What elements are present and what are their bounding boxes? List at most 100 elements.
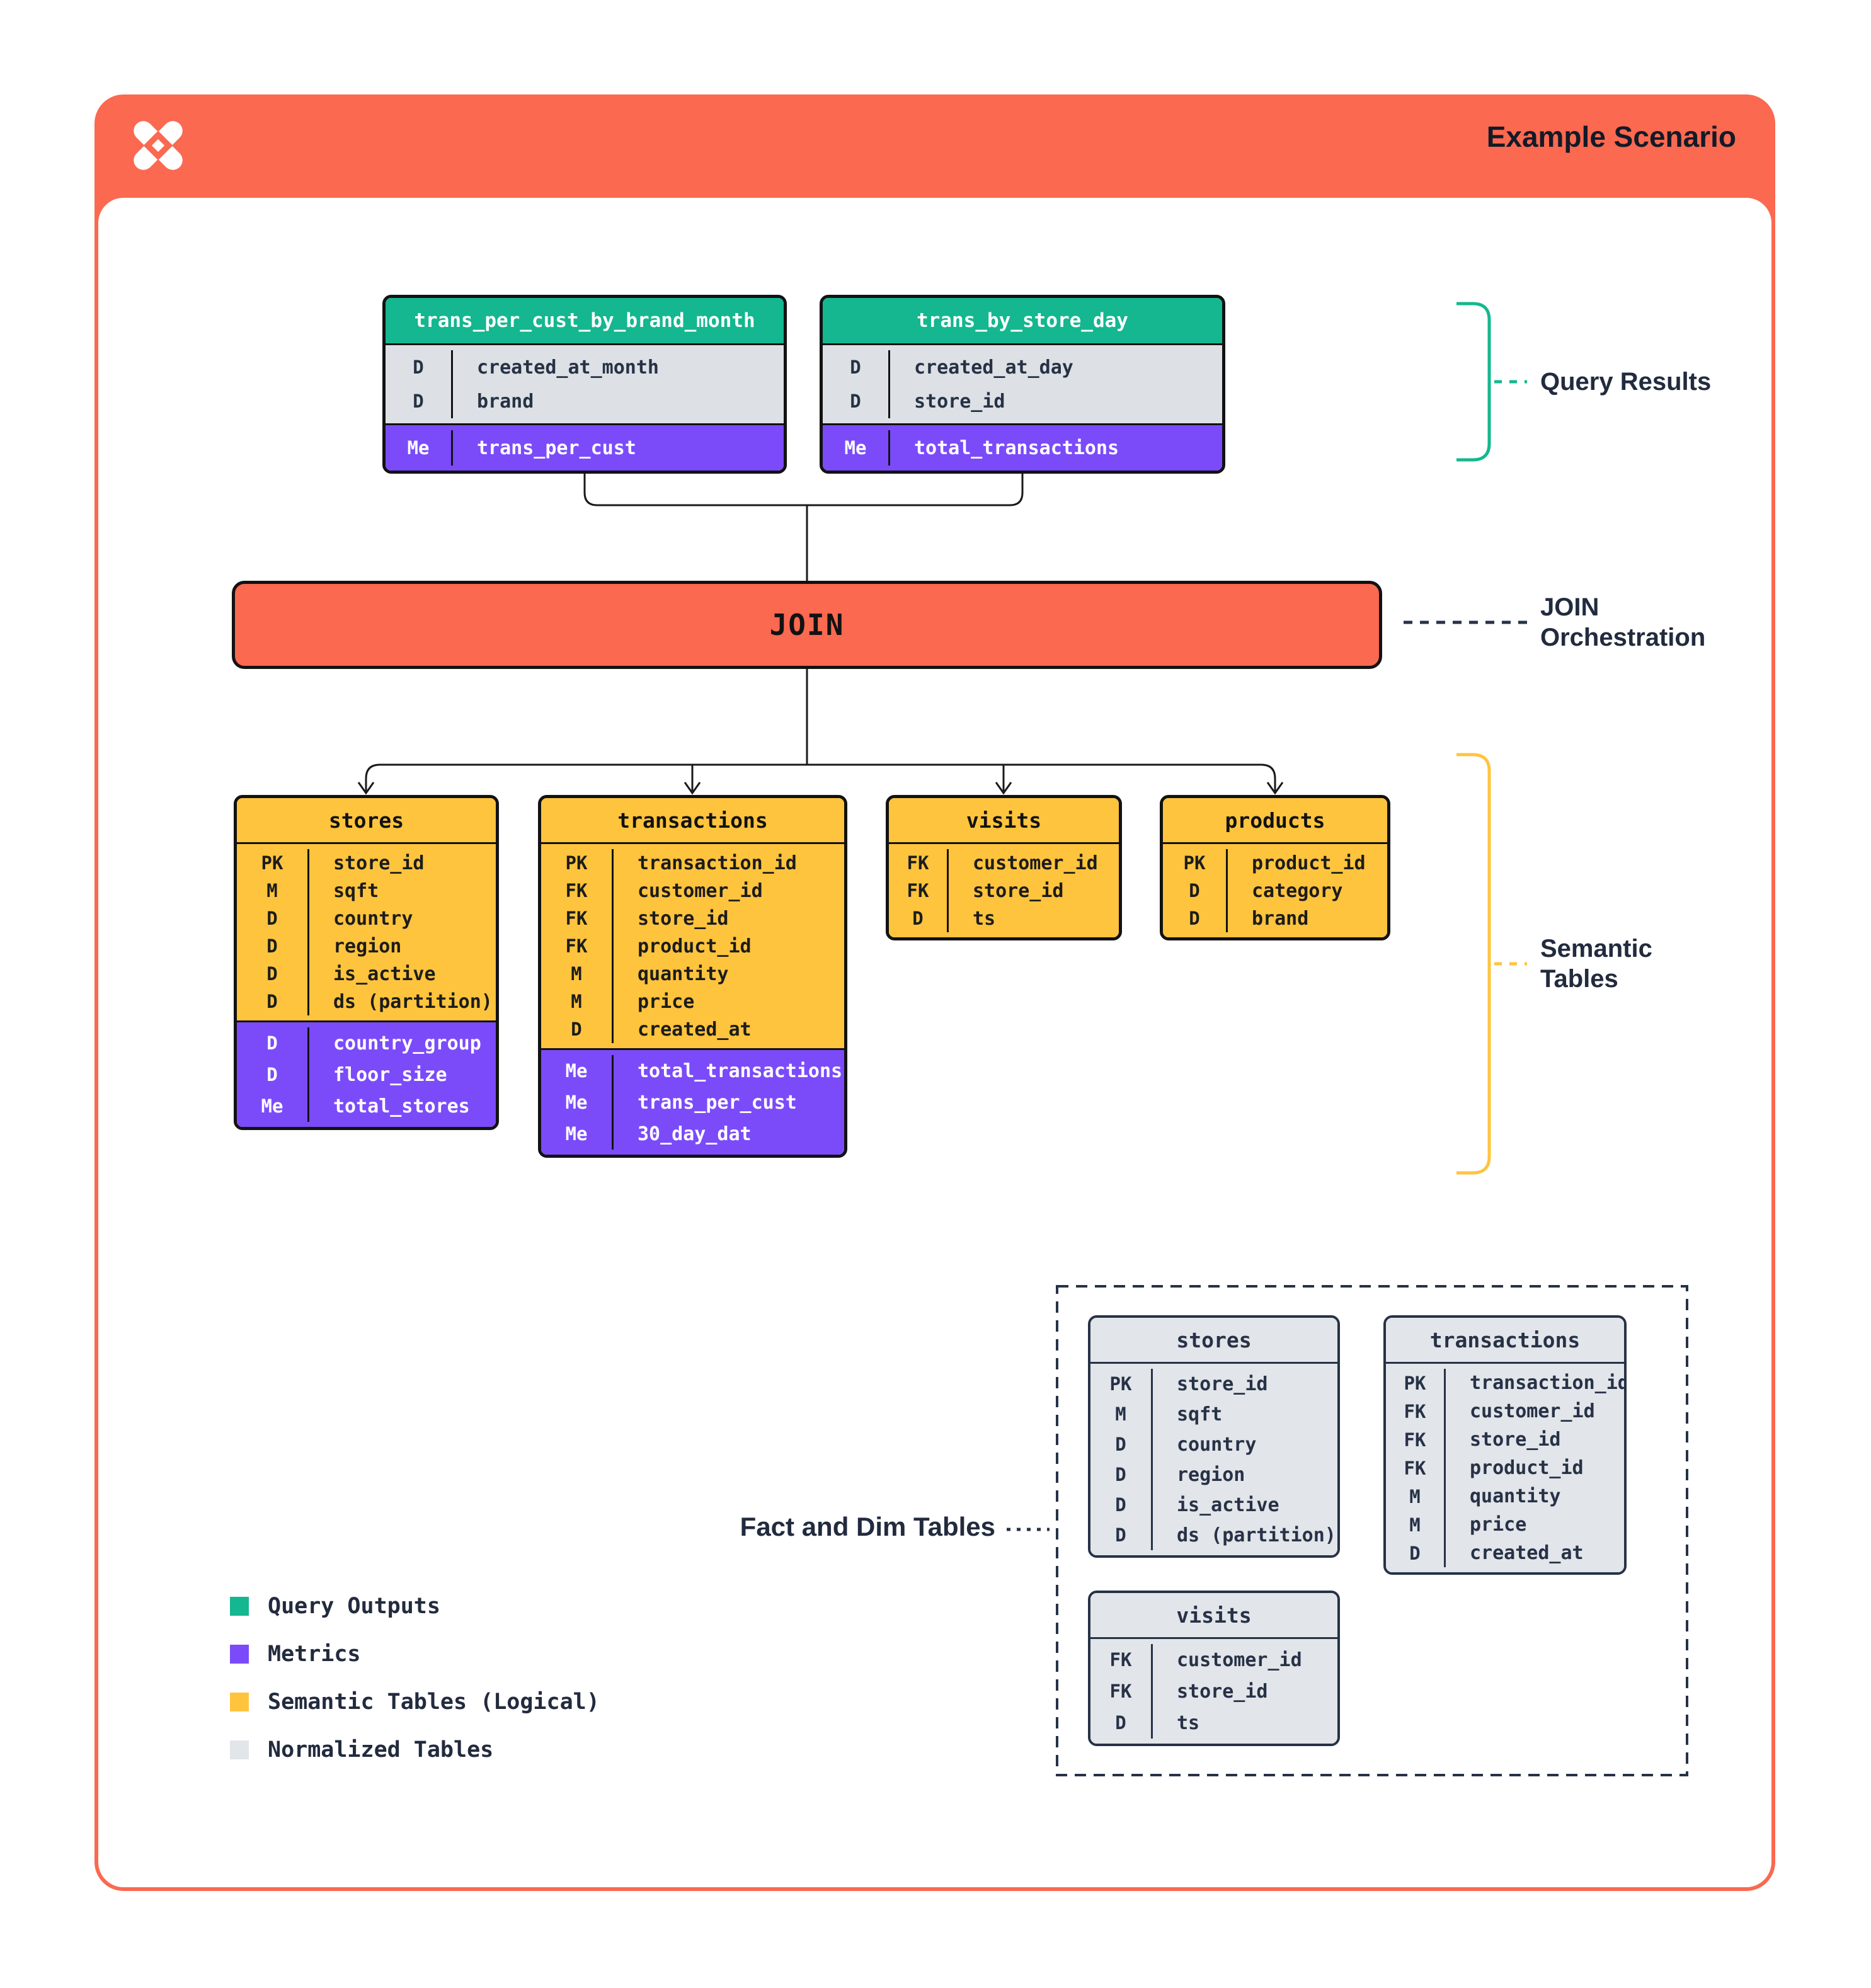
row-name: store_id bbox=[914, 390, 1005, 413]
row-name: country bbox=[1177, 1433, 1257, 1456]
row-name: ts bbox=[973, 907, 996, 930]
row-key: D bbox=[237, 1027, 309, 1059]
row-key: FK bbox=[1090, 1676, 1153, 1707]
row-name: store_id bbox=[973, 879, 1064, 902]
row-key: D bbox=[889, 905, 949, 932]
join-bar: JOIN bbox=[232, 581, 1382, 669]
row-key: FK bbox=[541, 877, 614, 905]
row-key: D bbox=[237, 932, 309, 960]
table-title: stores bbox=[1090, 1318, 1337, 1364]
row-name: customer_id bbox=[1177, 1648, 1302, 1671]
row-key: D bbox=[1090, 1460, 1153, 1490]
row-key: D bbox=[1090, 1520, 1153, 1550]
legend-label: Metrics bbox=[268, 1642, 361, 1667]
row-name: created_at bbox=[638, 1018, 752, 1041]
green-swatch-icon bbox=[230, 1597, 249, 1616]
row-name: sqft bbox=[1177, 1403, 1223, 1425]
row-key: D bbox=[237, 905, 309, 932]
table-title: transactions bbox=[1386, 1318, 1624, 1364]
row-name: country_group bbox=[333, 1032, 481, 1054]
table-title: visits bbox=[1090, 1593, 1337, 1639]
row-key: Me bbox=[386, 430, 453, 466]
table-title: trans_by_store_day bbox=[823, 298, 1222, 345]
row-name: trans_per_cust bbox=[638, 1091, 797, 1114]
row-key: M bbox=[1090, 1399, 1153, 1429]
row-name: is_active bbox=[1177, 1494, 1279, 1516]
row-key: D bbox=[1386, 1539, 1446, 1567]
row-key: FK bbox=[1386, 1425, 1446, 1454]
legend-item: Metrics bbox=[230, 1642, 600, 1667]
row-name: customer_id bbox=[1470, 1400, 1595, 1422]
row-name: floor_size bbox=[333, 1063, 447, 1086]
legend-item: Normalized Tables bbox=[230, 1737, 600, 1762]
legend-item: Query Outputs bbox=[230, 1594, 600, 1619]
row-key: PK bbox=[1386, 1369, 1446, 1397]
row-name: ds (partition) bbox=[333, 990, 493, 1013]
row-name: total_transactions bbox=[638, 1060, 843, 1082]
row-key: FK bbox=[1386, 1454, 1446, 1482]
row-name: 30_day_dat bbox=[638, 1123, 752, 1145]
row-key: D bbox=[823, 350, 890, 384]
row-name: trans_per_cust bbox=[477, 437, 636, 459]
row-key: D bbox=[1163, 877, 1228, 905]
row-name: created_at bbox=[1470, 1542, 1584, 1564]
legend-label: Normalized Tables bbox=[268, 1737, 494, 1762]
join-orchestration-label: JOIN Orchestration bbox=[1540, 593, 1706, 651]
row-key: FK bbox=[889, 877, 949, 905]
row-key: M bbox=[237, 877, 309, 905]
legend-label: Semantic Tables (Logical) bbox=[268, 1689, 600, 1715]
semantic-tables-label: Semantic Tables bbox=[1540, 935, 1652, 993]
table-title: stores bbox=[237, 798, 496, 844]
row-key: D bbox=[823, 384, 890, 418]
row-key: PK bbox=[237, 849, 309, 877]
row-name: transaction_id bbox=[638, 852, 797, 874]
table-row: Me trans_per_cust bbox=[386, 430, 784, 466]
table-row: FK store_id bbox=[889, 877, 1119, 905]
row-key: D bbox=[237, 960, 309, 988]
row-name: total_transactions bbox=[914, 437, 1119, 459]
purple-swatch-icon bbox=[230, 1645, 249, 1664]
fact-dim-label: Fact and Dim Tables bbox=[740, 1512, 995, 1541]
